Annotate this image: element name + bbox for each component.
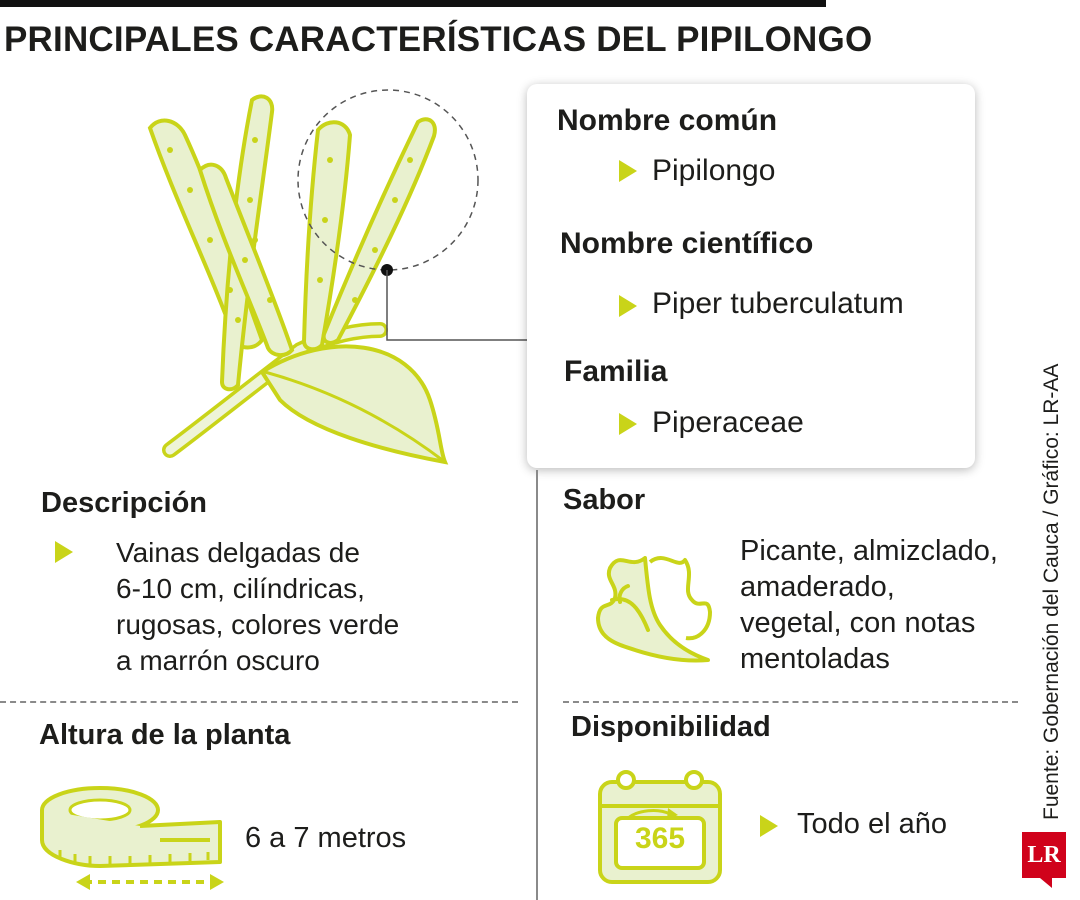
info-card: Nombre común Pipilongo Nombre científico…: [527, 84, 975, 468]
page-title: PRINCIPALES CARACTERÍSTICAS DEL PIPILONG…: [4, 20, 873, 59]
calendar-number: 365: [634, 822, 686, 855]
triangle-bullet-icon: [619, 413, 637, 435]
triangle-bullet-icon: [760, 815, 778, 837]
triangle-bullet-icon: [619, 295, 637, 317]
tape-measure-icon: [40, 786, 224, 890]
lr-logo-tail: [1040, 878, 1052, 888]
dashed-divider-left: [0, 701, 518, 703]
availability-value: Todo el año: [797, 808, 947, 840]
lr-logo: LR: [1022, 832, 1066, 878]
chili-fire-icon: [596, 556, 712, 663]
vertical-divider: [536, 470, 538, 900]
availability-label: Disponibilidad: [571, 711, 771, 743]
family-value: Piperaceae: [652, 406, 804, 439]
description-label: Descripción: [41, 487, 207, 519]
scientific-name-value: Piper tuberculatum: [652, 287, 904, 320]
height-label: Altura de la planta: [39, 719, 291, 751]
triangle-bullet-icon: [619, 160, 637, 182]
triangle-bullet-icon: [55, 541, 73, 563]
common-name-value: Pipilongo: [652, 154, 776, 187]
height-value: 6 a 7 metros: [245, 822, 407, 854]
family-label: Familia: [564, 355, 668, 388]
source-credit: Fuente: Gobernación del Cauca / Gráfico:…: [1040, 363, 1063, 820]
dashed-divider-right: [563, 701, 1018, 703]
description-text: Vainas delgadas de 6-10 cm, cilíndricas,…: [116, 537, 400, 676]
calendar-365-icon: [598, 770, 722, 884]
scientific-name-label: Nombre científico: [560, 227, 814, 260]
top-rule: [0, 0, 826, 7]
flavor-text: Picante, almizclado, amaderado, vegetal,…: [740, 535, 998, 675]
common-name-label: Nombre común: [557, 104, 778, 137]
flavor-label: Sabor: [563, 484, 646, 516]
